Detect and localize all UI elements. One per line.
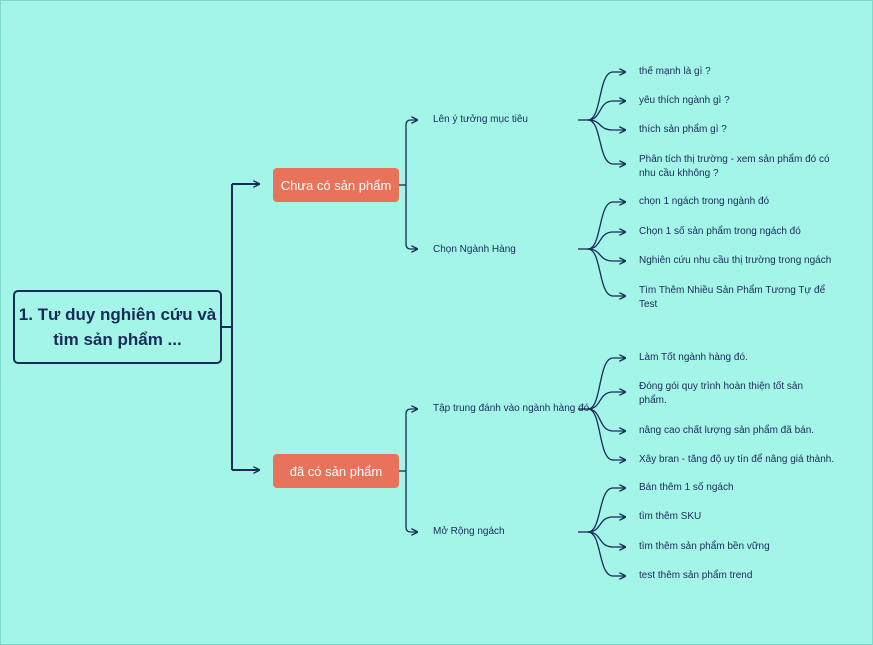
branch-da-co-san-pham[interactable]: đã có sản phẩm xyxy=(273,454,399,488)
leaf-nghien-cuu-nhu-cau[interactable]: Nghiên cứu nhu cầu thị trường trong ngác… xyxy=(639,255,832,266)
connector-fan-tap-trung-2 xyxy=(587,392,625,410)
connector-fan-tap-trung-4 xyxy=(587,408,625,460)
leaf-test-them-san-pham-trend[interactable]: test thêm sản phẩm trend xyxy=(639,570,753,581)
leaf-yeu-thich-nganh[interactable]: yêu thích ngành gì ? xyxy=(639,95,730,106)
connector-fan-tap-trung-1 xyxy=(587,358,625,410)
leaf-tim-them-san-pham-ben-vung[interactable]: tìm thêm sản phẩm bền vững xyxy=(639,541,770,552)
leaf-nang-cao-chat-luong[interactable]: nâng cao chất lượng sản phẩm đã bán. xyxy=(639,425,815,436)
connector-fan-mo-rong-ngach-1 xyxy=(587,488,625,533)
connector-fan-mo-rong-ngach-4 xyxy=(587,531,625,576)
connector-fan-len-y-tuong-4 xyxy=(587,119,625,164)
leaf-ban-them-1-so-ngach[interactable]: Bán thêm 1 số ngách xyxy=(639,482,734,493)
connector-fan-len-y-tuong-2 xyxy=(587,101,625,121)
subtopic-tap-trung[interactable]: Tập trung đánh vào ngành hàng đó xyxy=(433,403,590,414)
leaf-phan-tich-thi-truong[interactable]: Phân tích thị trường - xem sản phẩm đó c… xyxy=(639,154,830,179)
leaf-xay-bran[interactable]: Xây bran - tăng độ uy tín để nâng giá th… xyxy=(639,454,835,465)
connector-root-branch-1 xyxy=(222,184,259,470)
leaf-tim-them-sku[interactable]: tìm thêm SKU xyxy=(639,511,702,522)
subtopic-len-y-tuong[interactable]: Lên ý tưởng mục tiêu xyxy=(433,114,528,125)
leaf-chon-1-so-san-pham[interactable]: Chọn 1 số sản phẩm trong ngách đó xyxy=(639,226,801,237)
root-topic-line-1: 1. Tư duy nghiên cứu và xyxy=(18,305,217,324)
connector-branch-1-subs-upper xyxy=(405,120,417,185)
leaf-lam-tot-nganh-hang[interactable]: Làm Tốt ngành hàng đó. xyxy=(639,352,748,363)
connector-fan-chon-nganh-hang-1 xyxy=(587,202,625,250)
leaf-chon-1-ngach[interactable]: chọn 1 ngách trong ngành đó xyxy=(639,196,770,207)
connector-fan-mo-rong-ngach-2 xyxy=(587,517,625,533)
connector-fan-chon-nganh-hang-2 xyxy=(587,232,625,250)
root-topic-line-2: tìm sản phẩm ... xyxy=(53,330,182,349)
connector-branch-2-subs-lower xyxy=(405,471,417,532)
branch-chua-co-san-pham[interactable]: Chưa có sản phẩm xyxy=(273,168,399,202)
connector-fan-len-y-tuong-3 xyxy=(587,119,625,130)
leaf-thich-san-pham[interactable]: thích sản phẩm gì ? xyxy=(639,124,727,135)
leaf-the-manh[interactable]: thế mạnh là gì ? xyxy=(639,66,711,77)
connector-branch-1-subs-lower xyxy=(405,185,417,249)
subtopic-chon-nganh-hang[interactable]: Chọn Ngành Hàng xyxy=(433,244,516,255)
root-topic[interactable]: 1. Tư duy nghiên cứu và tìm sản phẩm ... xyxy=(13,290,222,364)
connector-branch-2-subs-upper xyxy=(405,409,417,471)
connector-fan-chon-nganh-hang-3 xyxy=(587,248,625,261)
connector-fan-chon-nganh-hang-4 xyxy=(587,248,625,296)
subtopic-mo-rong-ngach[interactable]: Mở Rộng ngách xyxy=(433,526,505,537)
connector-fan-len-y-tuong-1 xyxy=(587,72,625,121)
